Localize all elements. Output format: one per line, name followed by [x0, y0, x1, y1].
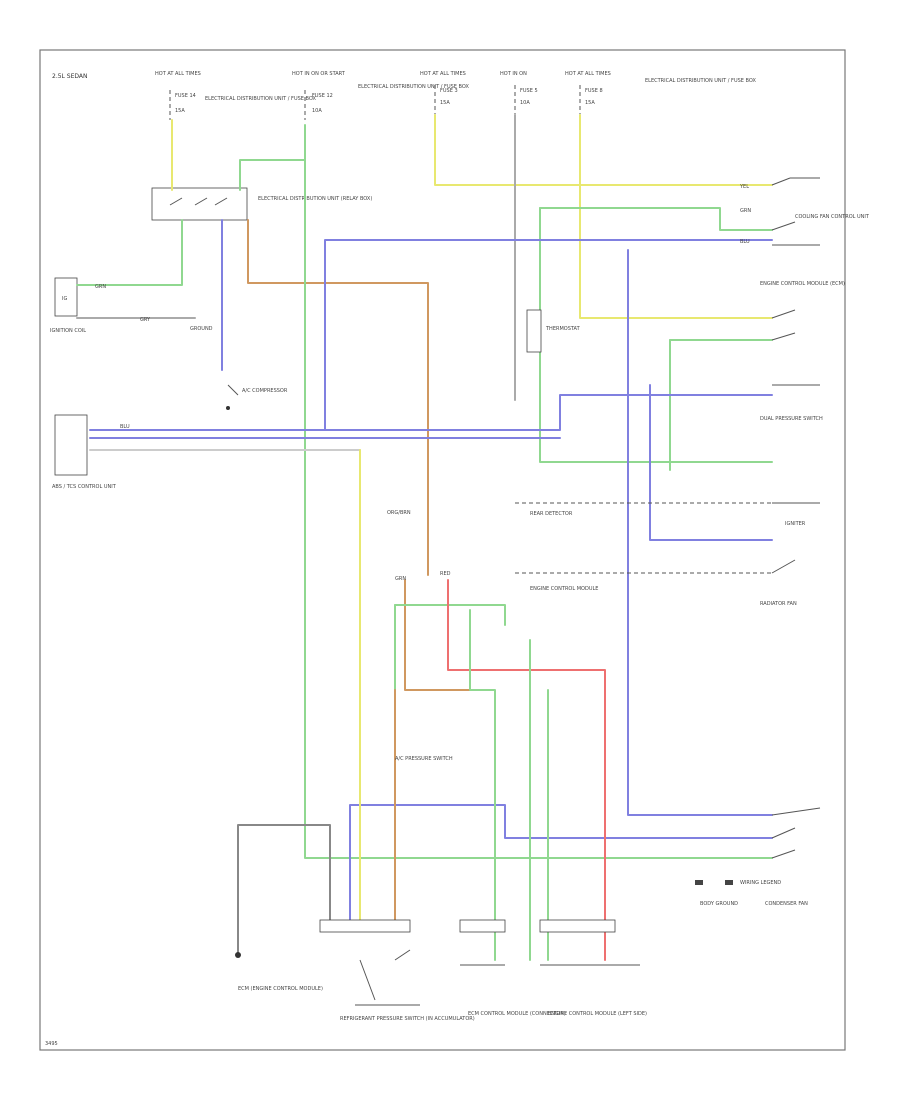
svg-text:GRN: GRN: [395, 576, 406, 582]
svg-text:HOT IN ON: HOT IN ON: [500, 71, 527, 77]
svg-text:RADIATOR FAN: RADIATOR FAN: [760, 601, 797, 607]
svg-text:FUSE 12: FUSE 12: [312, 93, 333, 99]
label-grn: GRN: [740, 208, 751, 214]
wire-yel-fuse5: [579, 114, 773, 319]
thermo-block: THERMOSTAT: [526, 309, 581, 353]
svg-text:10A: 10A: [520, 100, 530, 106]
label-yel: YEL: [739, 184, 749, 190]
wire-blu-bottom: [349, 804, 773, 926]
svg-text:CONDENSER FAN: CONDENSER FAN: [765, 901, 808, 907]
svg-text:ENGINE CONTROL MODULE (ECM): ENGINE CONTROL MODULE (ECM): [760, 281, 845, 287]
wire-blu-right-v: [627, 249, 773, 816]
svg-text:ELECTRICAL DISTRIBUTION UNIT /: ELECTRICAL DISTRIBUTION UNIT / FUSE BOX: [645, 78, 756, 84]
svg-text:ENGINE CONTROL MODULE (LEFT SI: ENGINE CONTROL MODULE (LEFT SIDE): [548, 1011, 647, 1017]
svg-text:ELECTRICAL DISTRIBUTION UNIT (: ELECTRICAL DISTRIBUTION UNIT (RELAY BOX): [258, 196, 372, 202]
wire-blu-right-v2: [649, 384, 773, 541]
svg-text:FUSE 14: FUSE 14: [175, 93, 196, 99]
label-blu: BLU: [740, 239, 750, 245]
svg-text:15A: 15A: [440, 100, 450, 106]
wire-blu-long-1: [324, 239, 773, 431]
svg-text:15A: 15A: [585, 100, 595, 106]
svg-text:HOT AT ALL TIMES: HOT AT ALL TIMES: [565, 71, 611, 77]
svg-text:ELECTRICAL DISTRIBUTION UNIT /: ELECTRICAL DISTRIBUTION UNIT / FUSE BOX: [205, 96, 316, 102]
fuse-header-3: HOT AT ALL TIMES FUSE 3 15A: [420, 71, 466, 115]
wire-yel-fuse3: [434, 114, 773, 186]
svg-text:THERMOSTAT: THERMOSTAT: [545, 326, 581, 332]
svg-text:HOT AT ALL TIMES: HOT AT ALL TIMES: [155, 71, 201, 77]
svg-text:10A: 10A: [312, 108, 322, 114]
svg-text:ENGINE CONTROL MODULE: ENGINE CONTROL MODULE: [530, 586, 598, 592]
wire-grn-fuse2: [239, 124, 306, 191]
svg-text:15A: 15A: [175, 108, 185, 114]
mid-junction: ORG/BRN GRN RED A/C PRESSURE SWITCH: [387, 510, 453, 762]
ignition-coil: IG IGNITION COIL: [50, 277, 86, 334]
svg-text:FUSE 5: FUSE 5: [520, 88, 538, 94]
svg-text:DUAL PRESSURE SWITCH: DUAL PRESSURE SWITCH: [760, 416, 823, 422]
label-grn-2: GRN: [95, 284, 106, 290]
bottom-far-right-connector: ENGINE CONTROL MODULE (LEFT SIDE): [539, 919, 647, 1017]
wire-grn-right-2: [539, 207, 773, 463]
svg-text:IGNITION COIL: IGNITION COIL: [50, 328, 86, 334]
switch-mid-right: ENGINE CONTROL MODULE (ECM) DUAL PRESSUR…: [760, 281, 845, 422]
svg-text:GROUND: GROUND: [190, 326, 213, 332]
wire-org-main: [247, 219, 429, 576]
svg-text:COOLING FAN CONTROL UNIT: COOLING FAN CONTROL UNIT: [795, 214, 870, 220]
fuse-header-4: HOT IN ON FUSE 5 10A: [500, 71, 538, 115]
label-blu-2: BLU: [120, 424, 130, 430]
fuse-header-1: HOT AT ALL TIMES FUSE 14 15A ELECTRICAL …: [155, 71, 316, 120]
bottom-right-connector: ECM CONTROL MODULE (CONNECTOR): [459, 919, 566, 1017]
svg-text:ELECTRICAL DISTRIBUTION UNIT /: ELECTRICAL DISTRIBUTION UNIT / FUSE BOX: [358, 84, 469, 90]
wire-gry-bottom-l: [237, 824, 331, 956]
wire-blu-long-2: [89, 394, 773, 431]
relay-box: ELECTRICAL DISTRIBUTION UNIT (RELAY BOX): [151, 187, 372, 221]
fuse-header-5: HOT AT ALL TIMES FUSE 8 15A ELECTRICAL D…: [565, 71, 756, 115]
svg-text:ECM CONTROL MODULE (CONNECTOR): ECM CONTROL MODULE (CONNECTOR): [468, 1011, 566, 1017]
wire-grn-ign: [76, 219, 183, 286]
footer-code: 3495: [45, 1041, 58, 1047]
svg-text:A/C PRESSURE SWITCH: A/C PRESSURE SWITCH: [395, 756, 453, 762]
fuse-header-2: HOT IN ON OR START FUSE 12 10A ELECTRICA…: [292, 71, 469, 120]
svg-text:WIRING LEGEND: WIRING LEGEND: [740, 880, 781, 886]
switch-upper-right: COOLING FAN CONTROL UNIT: [771, 177, 870, 246]
svg-text:REAR DETECTOR: REAR DETECTOR: [530, 511, 573, 517]
svg-text:ORG/BRN: ORG/BRN: [387, 510, 411, 516]
wire-grn-mid3: [469, 609, 496, 961]
svg-text:ECM (ENGINE CONTROL MODULE): ECM (ENGINE CONTROL MODULE): [238, 986, 323, 992]
switch-bottom-right: BODY GROUND CONDENSER FAN: [700, 807, 821, 907]
diagram-title: 2.5L SEDAN: [52, 73, 88, 80]
svg-text:FUSE 8: FUSE 8: [585, 88, 603, 94]
svg-text:ABS / TCS CONTROL UNIT: ABS / TCS CONTROL UNIT: [52, 484, 117, 490]
wiring-legend: WIRING LEGEND: [695, 880, 781, 886]
svg-text:IGNITER: IGNITER: [785, 521, 806, 527]
ac-compressor-switch: A/C COMPRESSOR GROUND: [190, 326, 288, 410]
abs-tcs-unit: ABS / TCS CONTROL UNIT: [52, 414, 117, 490]
svg-text:BODY GROUND: BODY GROUND: [700, 901, 738, 907]
svg-text:FUSE 3: FUSE 3: [440, 88, 458, 94]
label-gry: GRY: [140, 317, 151, 323]
wire-grn-right-1: [539, 207, 773, 231]
svg-text:REFRIGERANT PRESSURE SWITCH (I: REFRIGERANT PRESSURE SWITCH (IN ACCUMULA…: [340, 1016, 475, 1022]
wire-grn-mid: [394, 604, 506, 626]
bottom-left-module: ECM (ENGINE CONTROL MODULE): [235, 952, 323, 992]
bottom-center-switch: REFRIGERANT PRESSURE SWITCH (IN ACCUMULA…: [319, 919, 475, 1022]
wire-grn-long: [304, 159, 773, 859]
svg-text:IG: IG: [62, 296, 67, 302]
diagram-frame: [39, 49, 846, 1051]
wire-red-mid: [447, 579, 606, 961]
switch-lower-right: IGNITER RADIATOR FAN REAR DETECTOR ENGIN…: [530, 502, 820, 607]
svg-text:RED: RED: [440, 571, 451, 577]
wire-org-mid: [404, 579, 471, 691]
svg-text:HOT IN ON OR START: HOT IN ON OR START: [292, 71, 346, 77]
svg-text:A/C COMPRESSOR: A/C COMPRESSOR: [242, 388, 288, 394]
svg-text:HOT AT ALL TIMES: HOT AT ALL TIMES: [420, 71, 466, 77]
